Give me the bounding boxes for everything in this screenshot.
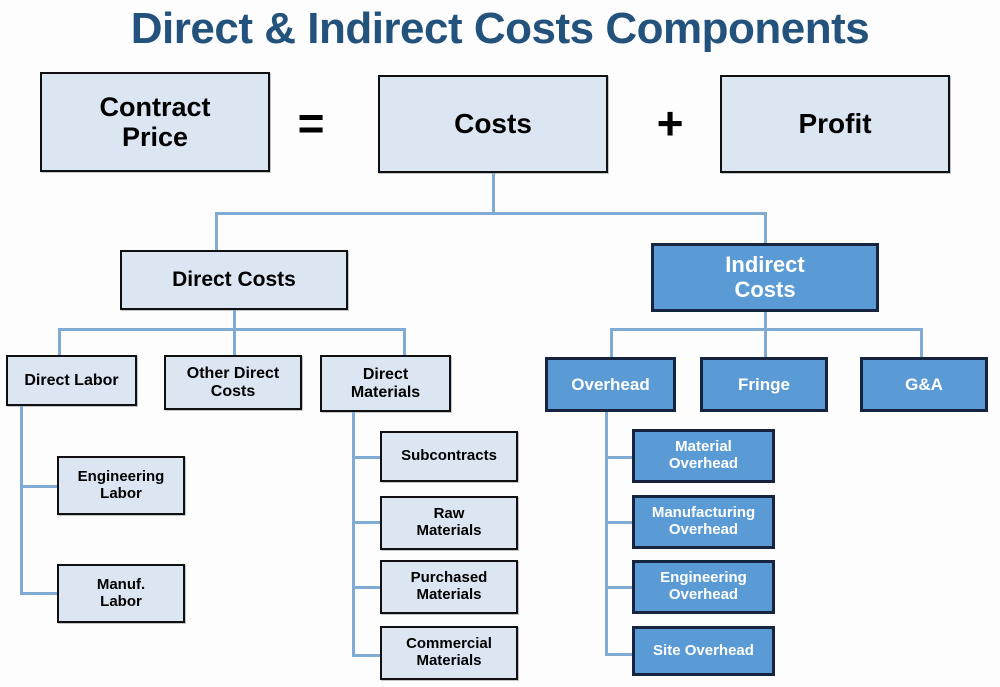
plus-operator: + — [656, 97, 684, 149]
node-direct-costs[interactable]: Direct Costs — [120, 250, 348, 310]
direct-costs-label: Direct Costs — [172, 268, 296, 292]
ga-label: G&A — [905, 374, 943, 394]
indirect-costs-label: Indirect Costs — [725, 251, 805, 302]
engineering-labor-line2: Labor — [100, 484, 142, 502]
connector-to-ga — [920, 328, 923, 357]
connector-to-engineering-labor — [20, 485, 60, 488]
connector-to-material-overhead — [605, 456, 635, 459]
commercial-materials-line2: Materials — [416, 652, 482, 669]
connector-to-direct-materials — [403, 328, 406, 355]
direct-materials-line2: Materials — [350, 383, 421, 401]
connector-to-indirect-costs — [764, 212, 767, 243]
other-direct-costs-line2: Costs — [210, 382, 256, 400]
material-overhead-label: Material Overhead — [668, 438, 739, 473]
connector-to-manuf-labor — [20, 592, 60, 595]
node-direct-labor[interactable]: Direct Labor — [6, 355, 137, 406]
connector-to-subcontracts — [352, 456, 382, 459]
node-raw-materials[interactable]: Raw Materials — [380, 496, 518, 550]
node-costs[interactable]: Costs — [378, 75, 608, 173]
engineering-labor-line1: Engineering — [77, 467, 165, 485]
page-title: Direct & Indirect Costs Components — [130, 4, 870, 53]
node-manufacturing-overhead[interactable]: Manufacturing Overhead — [632, 495, 775, 549]
connector-costs-bus — [215, 212, 767, 215]
other-direct-costs-line1: Other Direct — [186, 364, 280, 382]
contract-price-label: Contract Price — [99, 92, 210, 152]
connector-to-commercial-materials — [352, 654, 382, 657]
manufacturing-overhead-line1: Manufacturing — [651, 504, 756, 522]
connector-costs-stem — [492, 173, 495, 214]
manuf-labor-line1: Manuf. — [96, 575, 146, 593]
equals-operator: = — [297, 97, 325, 149]
connector-to-direct-labor — [58, 328, 61, 355]
connector-indirect-costs-stem — [764, 312, 767, 330]
node-profit[interactable]: Profit — [720, 75, 950, 173]
site-overhead-label: Site Overhead — [653, 641, 754, 659]
manuf-labor-label: Manuf. Labor — [96, 575, 146, 611]
node-indirect-costs[interactable]: Indirect Costs — [651, 243, 879, 312]
purchased-materials-line1: Purchased — [410, 569, 488, 587]
material-overhead-line1: Material — [675, 438, 732, 456]
material-overhead-line2: Overhead — [668, 455, 739, 472]
connector-to-fringe — [764, 328, 767, 357]
connector-direct-materials-spine — [352, 412, 355, 657]
commercial-materials-label: Commercial Materials — [406, 635, 492, 670]
connector-overhead-spine — [605, 412, 608, 656]
node-purchased-materials[interactable]: Purchased Materials — [380, 560, 518, 614]
raw-materials-line2: Materials — [416, 522, 482, 539]
node-overhead[interactable]: Overhead — [545, 357, 676, 412]
subcontracts-label: Subcontracts — [401, 447, 497, 465]
connector-to-purchased-materials — [352, 586, 382, 589]
node-contract-price[interactable]: Contract Price — [40, 72, 270, 172]
engineering-overhead-label: Engineering Overhead — [660, 569, 747, 604]
connector-to-raw-materials — [352, 521, 382, 524]
direct-materials-label: Direct Materials — [351, 366, 420, 402]
connector-direct-costs-bus — [58, 328, 406, 331]
connector-to-other-direct-costs — [233, 328, 236, 355]
contract-price-line2: Price — [121, 122, 189, 152]
node-other-direct-costs[interactable]: Other Direct Costs — [164, 355, 302, 410]
manufacturing-overhead-label: Manufacturing Overhead — [651, 504, 756, 539]
purchased-materials-line2: Materials — [416, 586, 482, 603]
connector-to-overhead — [610, 328, 613, 357]
costs-label: Costs — [454, 108, 532, 140]
node-commercial-materials[interactable]: Commercial Materials — [380, 626, 518, 680]
connector-to-site-overhead — [605, 653, 635, 656]
engineering-overhead-line1: Engineering — [660, 569, 747, 587]
connector-to-direct-costs — [215, 212, 218, 250]
raw-materials-line1: Raw — [433, 505, 465, 523]
direct-labor-label: Direct Labor — [24, 371, 119, 389]
node-site-overhead[interactable]: Site Overhead — [632, 626, 775, 676]
contract-price-line1: Contract — [99, 91, 211, 122]
connector-direct-costs-stem — [233, 310, 236, 330]
fringe-label: Fringe — [738, 374, 790, 394]
raw-materials-label: Raw Materials — [416, 505, 482, 540]
other-direct-costs-label: Other Direct Costs — [187, 365, 279, 401]
overhead-label: Overhead — [571, 374, 650, 394]
connector-to-manufacturing-overhead — [605, 521, 635, 524]
profit-label: Profit — [798, 108, 872, 140]
node-manuf-labor[interactable]: Manuf. Labor — [57, 564, 185, 623]
node-fringe[interactable]: Fringe — [700, 357, 828, 412]
node-subcontracts[interactable]: Subcontracts — [380, 431, 518, 482]
connector-to-engineering-overhead — [605, 586, 635, 589]
node-ga[interactable]: G&A — [860, 357, 988, 412]
indirect-costs-line1: Indirect — [725, 251, 805, 277]
engineering-labor-label: Engineering Labor — [77, 467, 165, 503]
manuf-labor-line2: Labor — [100, 592, 142, 610]
engineering-overhead-line2: Overhead — [668, 586, 739, 603]
manufacturing-overhead-line2: Overhead — [668, 521, 739, 538]
commercial-materials-line1: Commercial — [406, 635, 492, 653]
node-engineering-overhead[interactable]: Engineering Overhead — [632, 560, 775, 614]
node-engineering-labor[interactable]: Engineering Labor — [57, 456, 185, 515]
indirect-costs-line2: Costs — [734, 276, 796, 302]
direct-materials-line1: Direct — [362, 365, 409, 383]
connector-direct-labor-spine — [20, 406, 23, 595]
purchased-materials-label: Purchased Materials — [410, 569, 488, 604]
node-material-overhead[interactable]: Material Overhead — [632, 429, 775, 483]
node-direct-materials[interactable]: Direct Materials — [320, 355, 451, 412]
